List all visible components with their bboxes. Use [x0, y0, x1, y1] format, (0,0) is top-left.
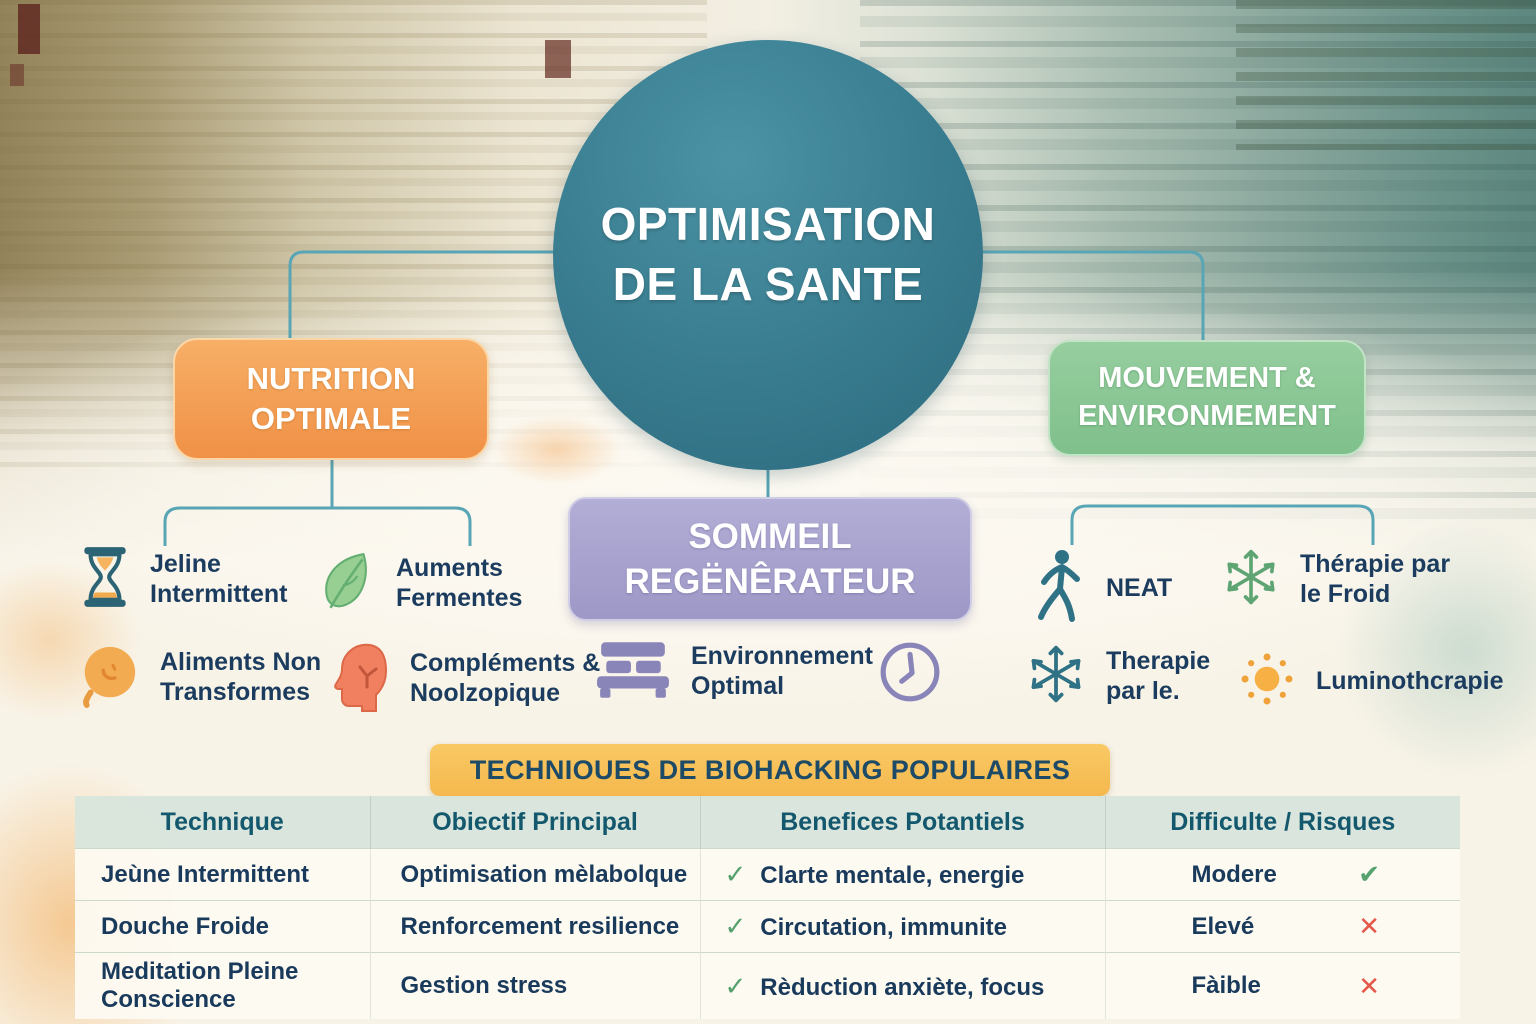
glitch-block [18, 4, 40, 54]
cell-objectif: Gestion stress [370, 952, 701, 1019]
hourglass-icon [80, 545, 130, 614]
glitch-stripes-top-right [1236, 0, 1536, 150]
biohacking-banner: TECHNIOUES DE BIOHACKING POPULAIRES [430, 744, 1110, 796]
item-label: Jeline Intermittent [150, 550, 288, 608]
benefices-text: Clarte mentale, energie [760, 862, 1025, 889]
cell-difficulte: Fàible ✕ [1105, 952, 1460, 1019]
item-label: Aliments Non Transformes [160, 648, 322, 706]
glitch-block [545, 40, 571, 78]
table-header-row: Technique Obiectif Principal Benefices P… [75, 796, 1460, 849]
branch-node-nutrition: NUTRITION OPTIMALE [173, 338, 489, 460]
cell-benefices: ✓ Rèduction anxiète, focus [700, 952, 1106, 1019]
col-header-benefices: Benefices Potantiels [700, 796, 1106, 849]
item-label: NEAT [1106, 573, 1173, 602]
cell-objectif: Optimisation mèlabolque [370, 848, 701, 901]
leaf-icon [318, 548, 376, 619]
clock-icon [878, 640, 942, 709]
check-icon: ✓ [724, 911, 747, 941]
biohacking-table: Technique Obiectif Principal Benefices P… [75, 796, 1460, 1019]
mouvement-item-therapie: Therapie par le. [1026, 644, 1241, 709]
item-label: Luminothcrapie [1316, 666, 1504, 695]
difficulte-text: Fàible [1191, 972, 1261, 999]
item-label: Auments Fermentes [396, 554, 523, 612]
col-header-technique: Technique [75, 796, 371, 849]
risk-cross-icon: ✕ [1358, 970, 1380, 1001]
nutrition-item-complements: Compléments & Noolzopique [332, 640, 610, 717]
difficulte-text: Modere [1191, 860, 1277, 888]
sommeil-item-environnement: Environnement Optimal [595, 640, 901, 703]
cell-benefices: ✓ Circutation, immunite [700, 900, 1106, 953]
teal-wash-right [1336, 520, 1536, 780]
snowflake-icon [1222, 548, 1280, 611]
mouvement-item-froid: Thérapie par le Froid [1222, 548, 1475, 611]
cell-benefices: ✓ Clarte mentale, energie [700, 848, 1106, 901]
head-profile-icon [332, 640, 390, 717]
item-label: Compléments & Noolzopique [410, 649, 601, 707]
sun-icon [1238, 650, 1296, 713]
table-row: Douche Froide Renforcement resilience ✓ C… [75, 900, 1460, 953]
col-header-objectif: Obiectif Principal [370, 796, 701, 849]
col-header-difficulte: Difficulte / Risques [1105, 796, 1460, 849]
title-line-2: DE LA SANTE [612, 258, 924, 310]
nutrition-item-non-transformes: Aliments Non Transformes [78, 642, 350, 713]
cell-technique: Douche Froide [75, 900, 371, 953]
cell-technique: Meditation Pleine Conscience [75, 952, 371, 1019]
cell-difficulte: Modere ✔ [1105, 848, 1460, 901]
nutrition-item-fermentes: Auments Fermentes [318, 548, 546, 619]
check-icon: ✓ [724, 970, 747, 1001]
mouvement-item-luminotherapie: Luminothcrapie [1238, 650, 1504, 713]
fruit-icon [78, 642, 140, 713]
cell-difficulte: Elevé ✕ [1105, 900, 1460, 953]
branch-node-mouvement: MOUVEMENT & ENVIRONMEMENT [1048, 340, 1366, 456]
branch-label-nutrition: NUTRITION OPTIMALE [246, 360, 416, 436]
snowflake-icon [1026, 644, 1086, 709]
difficulte-text: Elevé [1191, 912, 1255, 940]
central-node-optimisation-sante: OPTIMISATION DE LA SANTE [553, 40, 983, 470]
risk-cross-icon: ✕ [1358, 911, 1380, 941]
table-row: Meditation Pleine Conscience Gestion str… [75, 952, 1460, 1019]
title-line-1: OPTIMISATION [600, 198, 936, 251]
nutrition-item-jeune: Jeline Intermittent [80, 545, 310, 614]
banner-title: TECHNIOUES DE BIOHACKING POPULAIRES [469, 754, 1071, 785]
benefices-text: Circutation, immunite [760, 914, 1007, 941]
item-label: Therapie par le. [1106, 647, 1211, 705]
branch-label-mouvement: MOUVEMENT & ENVIRONMEMENT [1078, 362, 1336, 432]
benefices-text: Rèduction anxiète, focus [760, 973, 1045, 1001]
check-icon: ✓ [724, 859, 747, 889]
glitch-block [10, 64, 24, 86]
central-node-title: OPTIMISATION DE LA SANTE [601, 195, 936, 315]
branch-label-sommeil: SOMMEIL REGËNÊRATEUR [624, 516, 916, 602]
item-label: Thérapie par le Froid [1300, 550, 1451, 608]
sommeil-item-clock [878, 640, 942, 709]
table-row: Jeùne Intermittent Optimisation mèlabolq… [75, 848, 1460, 901]
risk-check-icon: ✔ [1358, 859, 1380, 889]
mouvement-item-neat: NEAT [1032, 548, 1172, 629]
orange-smudge [492, 415, 622, 485]
cell-objectif: Renforcement resilience [370, 900, 701, 953]
branch-node-sommeil: SOMMEIL REGËNÊRATEUR [568, 497, 972, 621]
item-label: Environnement Optimal [691, 642, 873, 700]
cell-technique: Jeùne Intermittent [75, 848, 371, 901]
walking-person-icon [1032, 548, 1086, 629]
bed-icon [595, 640, 671, 703]
